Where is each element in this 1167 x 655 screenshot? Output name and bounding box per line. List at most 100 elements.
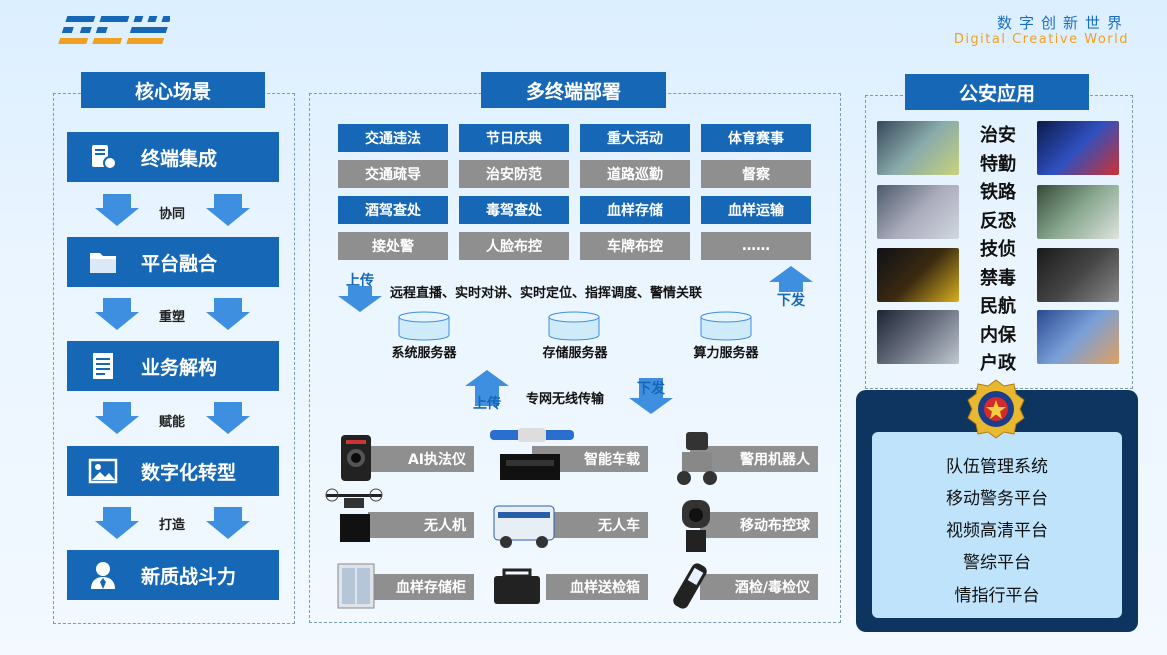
photo-special-police <box>1037 248 1119 302</box>
scenario-tag: 治安防范 <box>459 160 569 188</box>
core-item-label: 平台融合 <box>141 252 218 275</box>
down-arrow-icon <box>95 298 139 330</box>
device-blood-box: 血样送检箱 <box>546 574 648 600</box>
down-arrow-icon <box>206 507 250 539</box>
tester-icon <box>670 560 710 616</box>
unmanned-vehicle-icon <box>492 500 556 554</box>
photo-night-patrol <box>1037 121 1119 175</box>
scenario-tag: 接处警 <box>338 232 448 260</box>
device-unmanned-vehicle: 无人车 <box>546 512 648 538</box>
scenario-tag: 体育赛事 <box>701 124 811 152</box>
core-link-label: 协同 <box>158 207 185 222</box>
scenario-tag: 重大活动 <box>580 124 690 152</box>
core-link-label: 赋能 <box>158 415 185 430</box>
scenario-tag: 人脸布控 <box>459 232 569 260</box>
platform-item: 警综平台 <box>963 553 1031 573</box>
down-arrow-icon <box>95 507 139 539</box>
police-app: 禁毒 <box>980 267 1016 289</box>
police-emblem-icon <box>962 376 1030 446</box>
core-item-label: 新质战斗力 <box>141 565 237 588</box>
core-item-digital: 数字化转型 <box>67 446 279 496</box>
core-item-terminal: 终端集成 <box>67 132 279 182</box>
photo-railway-police <box>877 310 959 364</box>
photo-motorcycle-police <box>877 185 959 239</box>
core-item-label: 数字化转型 <box>141 461 237 484</box>
upload-down-arrow-icon <box>338 286 382 312</box>
core-item-label: 终端集成 <box>141 147 218 170</box>
scenario-tag: 节日庆典 <box>459 124 569 152</box>
police-title: 公安应用 <box>905 74 1089 110</box>
down-arrow-icon <box>95 194 139 226</box>
device-alcohol-tester: 酒检/毒检仪 <box>700 574 818 600</box>
upload-up-arrow-icon <box>465 370 509 406</box>
scenario-tag: 交通疏导 <box>338 160 448 188</box>
scenario-tag: 毒驾查处 <box>459 196 569 224</box>
device-ai-recorder: AI执法仪 <box>368 446 474 472</box>
device-drone: 无人机 <box>368 512 474 538</box>
slogan-chinese: 数字创新世界 <box>996 14 1129 32</box>
document-icon <box>83 351 123 381</box>
company-logo <box>58 14 172 46</box>
network-label: 专网无线传输 <box>526 392 605 407</box>
upload-label: 上传 <box>346 273 374 289</box>
photo-police-badge <box>1037 310 1119 364</box>
down-arrow-icon <box>206 194 250 226</box>
folder-icon <box>83 247 123 277</box>
drone-icon <box>324 486 384 550</box>
scenario-tag: 督察 <box>701 160 811 188</box>
core-title: 核心场景 <box>81 72 265 108</box>
server-label: 算力服务器 <box>693 346 759 361</box>
platform-item: 情指行平台 <box>954 586 1040 606</box>
scenario-tag: 车牌布控 <box>580 232 690 260</box>
device-blood-cabinet: 血样存储柜 <box>368 574 474 600</box>
server-label: 存储服务器 <box>542 346 608 361</box>
core-item-business: 业务解构 <box>67 341 279 391</box>
down-arrow-icon <box>206 298 250 330</box>
robot-icon <box>672 430 722 490</box>
down-arrow-icon <box>206 402 250 434</box>
deploy-title: 多终端部署 <box>481 72 666 108</box>
database-icon <box>398 311 450 341</box>
vehicle-unit-icon <box>486 426 578 488</box>
police-app: 反恐 <box>980 210 1016 232</box>
scenario-tag: 酒驾查处 <box>338 196 448 224</box>
photo-officers <box>1037 185 1119 239</box>
scenario-tag: 血样存储 <box>580 196 690 224</box>
terminal-icon <box>83 142 123 172</box>
scenario-tag: …… <box>701 232 811 260</box>
bodycam-icon <box>338 432 374 488</box>
image-icon <box>83 456 123 486</box>
scenario-tag: 道路巡勤 <box>580 160 690 188</box>
cabinet-icon <box>336 562 376 614</box>
photo-checkpoint <box>877 248 959 302</box>
platform-item: 视频高清平台 <box>946 521 1048 541</box>
police-app: 民航 <box>980 296 1016 317</box>
core-item-platform: 平台融合 <box>67 237 279 287</box>
download-label: 下发 <box>637 381 665 397</box>
core-link-label: 重塑 <box>158 310 185 325</box>
scenario-tag: 血样运输 <box>701 196 811 224</box>
platform-list-box <box>872 432 1122 618</box>
function-list: 远程直播、实时对讲、实时定位、指挥调度、警情关联 <box>390 286 703 301</box>
police-app: 特勤 <box>980 153 1016 175</box>
device-mobile-dome: 移动布控球 <box>700 512 818 538</box>
download-up-arrow-icon <box>769 266 813 292</box>
dome-camera-icon <box>676 498 716 558</box>
platform-item: 移动警务平台 <box>946 489 1048 509</box>
database-icon <box>548 311 600 341</box>
server-label: 系统服务器 <box>391 346 457 361</box>
down-arrow-icon <box>95 402 139 434</box>
police-app: 治安 <box>980 125 1016 146</box>
police-app: 户政 <box>980 353 1016 374</box>
police-app: 内保 <box>980 324 1016 346</box>
slogan-english: Digital Creative World <box>953 32 1129 47</box>
police-app: 铁路 <box>980 182 1016 203</box>
police-app-list: 治安 特勤 铁路 反恐 技侦 禁毒 民航 内保 户政 <box>978 122 1018 379</box>
platform-item: 队伍管理系统 <box>946 457 1048 477</box>
photo-traffic-police <box>877 121 959 175</box>
upload-label: 上传 <box>473 396 501 412</box>
download-label: 下发 <box>777 293 805 309</box>
scenario-tag: 交通违法 <box>338 124 448 152</box>
person-icon <box>83 560 123 590</box>
core-item-label: 业务解构 <box>141 356 218 379</box>
